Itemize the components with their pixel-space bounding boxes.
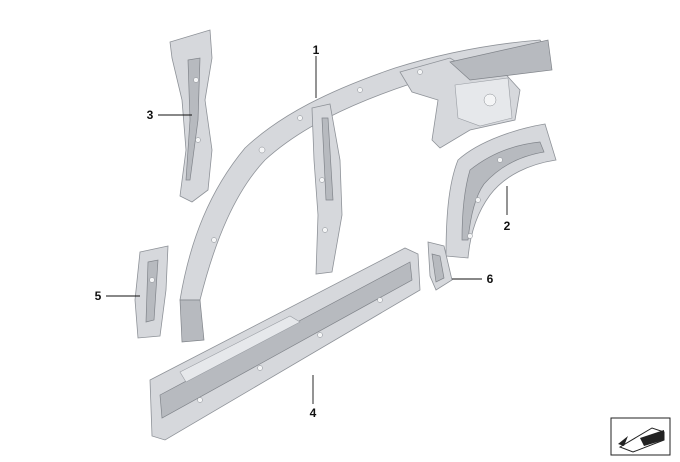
callout-6: 6 xyxy=(487,272,494,286)
part-1-side-frame-upper xyxy=(179,39,553,343)
callout-4: 4 xyxy=(310,406,317,420)
part-6-bracket xyxy=(427,241,453,291)
callout-1: 1 xyxy=(313,43,320,57)
callout-5: 5 xyxy=(95,289,102,303)
part-5-lower-reinforcement xyxy=(134,245,169,339)
part-2-wheel-arch xyxy=(445,123,557,259)
callout-3: 3 xyxy=(147,108,154,122)
callout-2: 2 xyxy=(504,219,511,233)
part-4-side-sill xyxy=(149,247,421,441)
part-3-pillar-reinforcement xyxy=(169,29,213,203)
diagram-orientation-icon xyxy=(610,417,671,456)
